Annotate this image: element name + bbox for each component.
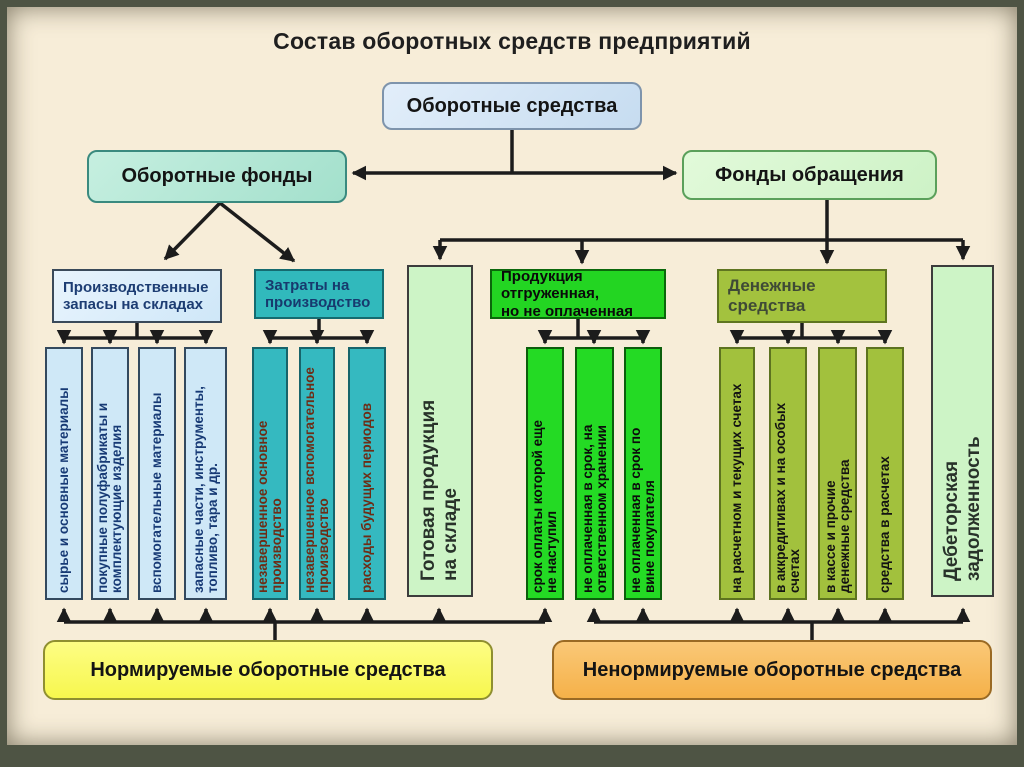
column-unfinished-auxiliary-production: незавершенное вспомогательное производст… xyxy=(299,347,335,600)
node-money-funds: Денежные средства xyxy=(717,269,887,323)
node-production-stock: Производственные запасы на складах xyxy=(52,269,222,323)
node-working-capital: Оборотные средства xyxy=(382,82,642,130)
column-unpaid-buyer-fault: не оплаченная в срок по вине покупателя xyxy=(624,347,662,600)
column-unpaid-safekeeping: не оплаченная в срок, на ответственном х… xyxy=(575,347,614,600)
node-circulation-funds: Фонды обращения xyxy=(682,150,937,200)
node-receivables: Дебеторская задолженность xyxy=(931,265,994,597)
column-raw-materials: сырье и основные материалы xyxy=(45,347,83,600)
diagram-title: Состав оборотных средств предприятий xyxy=(273,28,751,54)
column-funds-in-settlements: средства в расчетах xyxy=(866,347,904,600)
column-auxiliary-materials: вспомогательные материалы xyxy=(138,347,176,600)
column-spare-parts: запасные части, инструменты, топливо, та… xyxy=(184,347,227,600)
node-production-costs: Затраты на производство xyxy=(254,269,384,319)
column-letters-of-credit: в аккредитивах и на особых счетах xyxy=(769,347,807,600)
node-normalized-working-capital: Нормируемые оборотные средства xyxy=(43,640,493,700)
node-non-normalized-working-capital: Ненормируемые оборотные средства xyxy=(552,640,992,700)
slide-canvas: Состав оборотных средств предприятий xyxy=(7,7,1017,745)
node-finished-goods: Готовая продукция на складе xyxy=(407,265,473,597)
node-working-funds: Оборотные фонды xyxy=(87,150,347,203)
node-shipped-products: Продукция отгруженная, но не оплаченная xyxy=(490,268,666,320)
column-unfinished-main-production: незавершенное основное производство xyxy=(252,347,288,600)
receivables-label: Дебеторская задолженность xyxy=(940,436,984,581)
column-purchased-semifinished: покупные полуфабрикаты и комплектующие и… xyxy=(91,347,129,600)
column-payment-not-due: срок оплаты которой еще не наступил xyxy=(526,347,564,600)
column-settlement-accounts: на расчетном и текущих счетах xyxy=(719,347,755,600)
column-cash-other-funds: в кассе и прочие денежные средства xyxy=(818,347,857,600)
finished-goods-label: Готовая продукция на складе xyxy=(418,399,461,581)
column-future-period-expenses: расходы будущих периодов xyxy=(348,347,386,600)
